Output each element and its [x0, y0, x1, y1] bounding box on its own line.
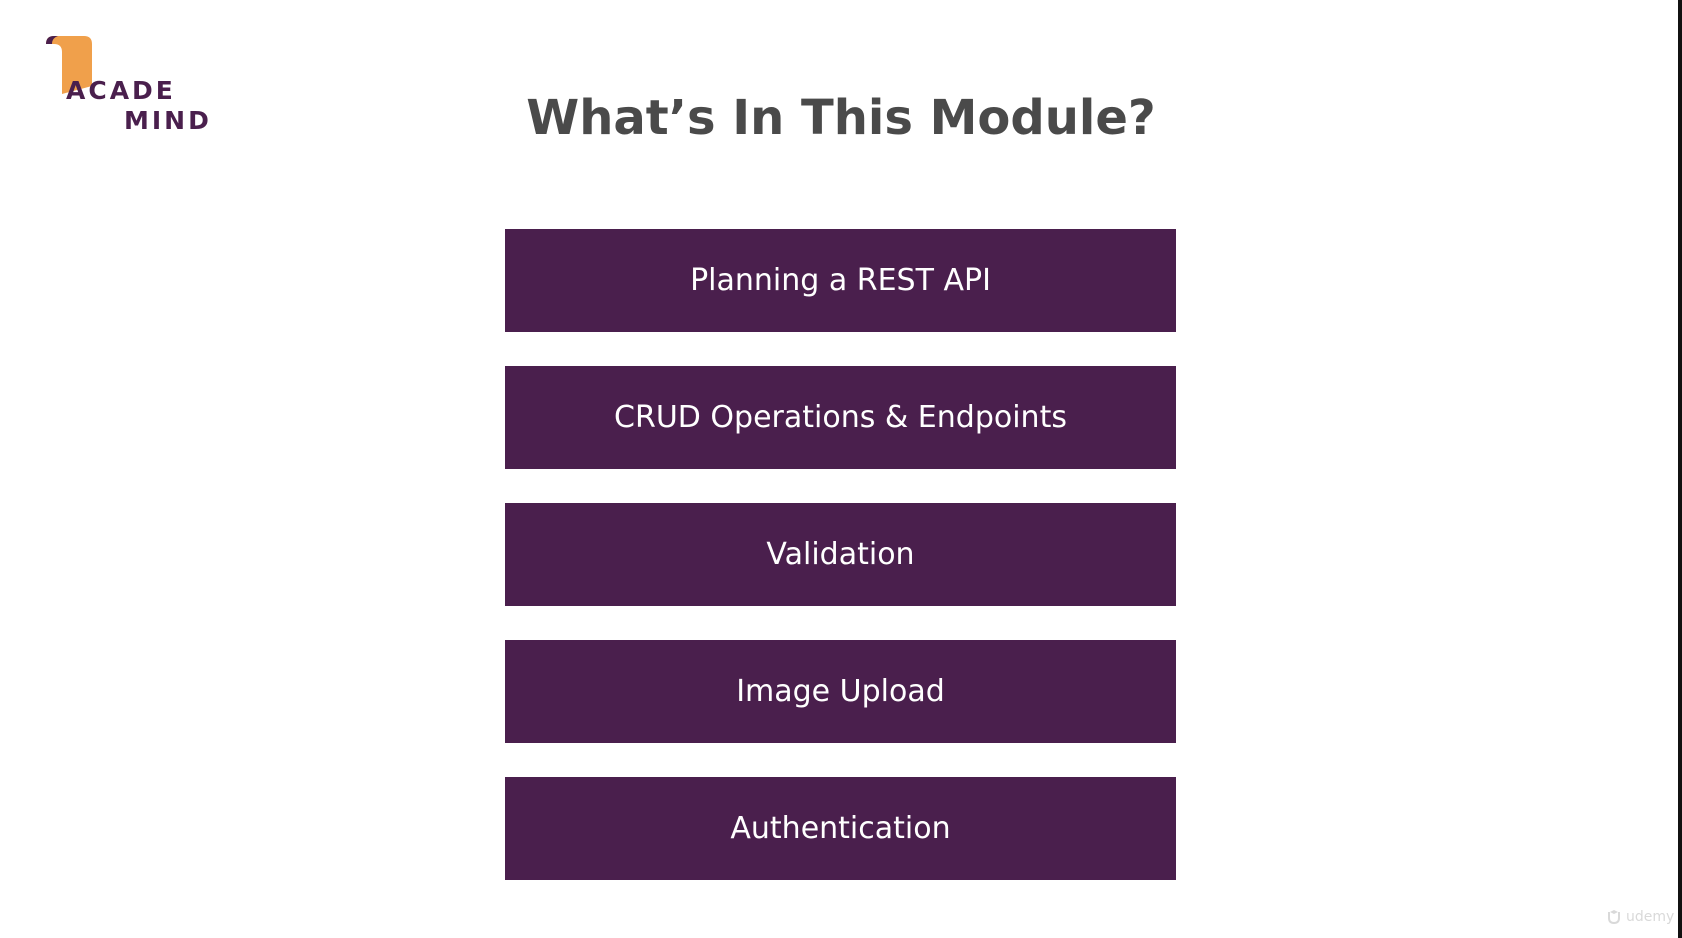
watermark-text: udemy	[1626, 909, 1675, 925]
udemy-watermark: udemy	[1606, 909, 1674, 925]
topic-label: Authentication	[730, 811, 951, 846]
topic-list: Planning a REST API CRUD Operations & En…	[505, 229, 1176, 914]
udemy-logo-icon	[1608, 910, 1620, 925]
topic-label: Planning a REST API	[690, 263, 991, 298]
logo-text-line-1: ACADE	[66, 76, 176, 105]
topic-label: CRUD Operations & Endpoints	[614, 400, 1067, 435]
topic-label: Image Upload	[736, 674, 945, 709]
topic-box-planning-rest-api: Planning a REST API	[505, 229, 1176, 332]
page-title: What’s In This Module?	[526, 90, 1156, 146]
scroll-icon	[46, 36, 92, 94]
topic-box-crud-operations: CRUD Operations & Endpoints	[505, 366, 1176, 469]
logo-text-line-2: MIND	[124, 106, 212, 135]
topic-label: Validation	[766, 537, 915, 572]
topic-box-validation: Validation	[505, 503, 1176, 606]
topic-box-image-upload: Image Upload	[505, 640, 1176, 743]
academind-logo: ACADE MIND	[44, 34, 214, 134]
topic-box-authentication: Authentication	[505, 777, 1176, 880]
window-edge	[1678, 0, 1682, 938]
